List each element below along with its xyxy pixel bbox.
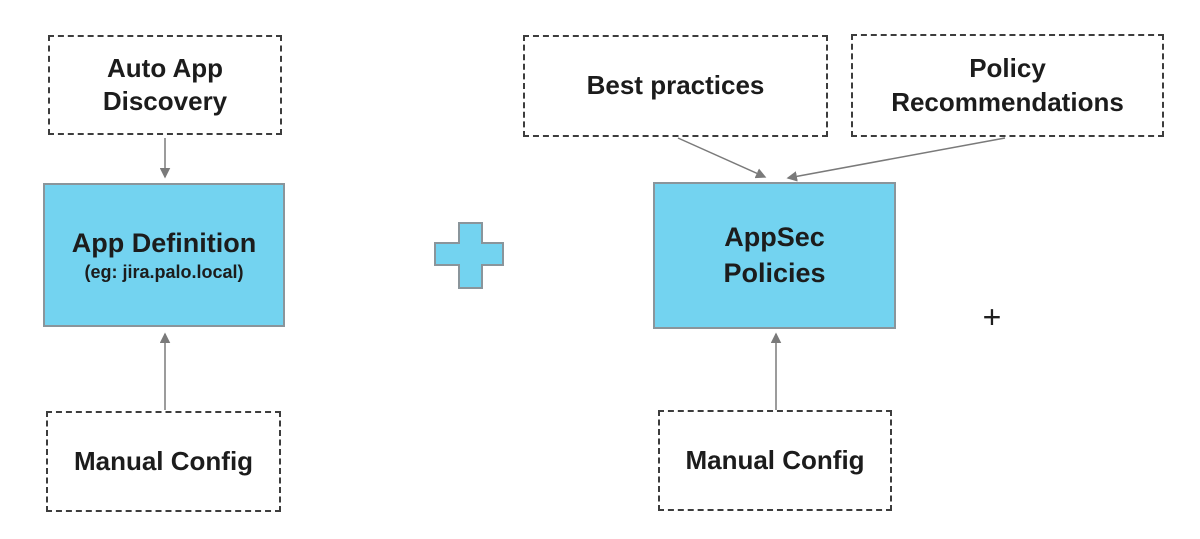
- plus-icon: [434, 222, 504, 289]
- arrow-policy-recommendations-to-appsec-policies: [786, 137, 1006, 182]
- best-practices-box: Best practices: [523, 35, 828, 137]
- best-practices-label: Best practices: [586, 70, 765, 101]
- plus-trailing-text: +: [982, 299, 1002, 335]
- policy-recommendations-label: Policy Recommendations: [891, 53, 1124, 117]
- arrow-best-practices-to-appsec-policies: [677, 137, 767, 179]
- manual-config-left-box: Manual Config: [46, 411, 281, 512]
- manual-config-right-label: Manual Config: [685, 444, 865, 475]
- manual-config-right-box: Manual Config: [658, 410, 892, 511]
- app-definition-subtitle: (eg: jira.palo.local): [84, 261, 244, 282]
- auto-app-discovery-box: Auto App Discovery: [48, 35, 282, 135]
- app-definition-box: App Definition (eg: jira.palo.local): [43, 183, 285, 327]
- policy-recommendations-box: Policy Recommendations: [851, 34, 1164, 137]
- manual-config-left-label: Manual Config: [73, 445, 254, 476]
- appsec-policies-title: AppSec Policies: [723, 222, 826, 288]
- appsec-policies-box: AppSec Policies: [653, 182, 896, 329]
- auto-app-discovery-label: Auto App Discovery: [102, 52, 228, 116]
- app-definition-title: App Definition: [71, 227, 257, 258]
